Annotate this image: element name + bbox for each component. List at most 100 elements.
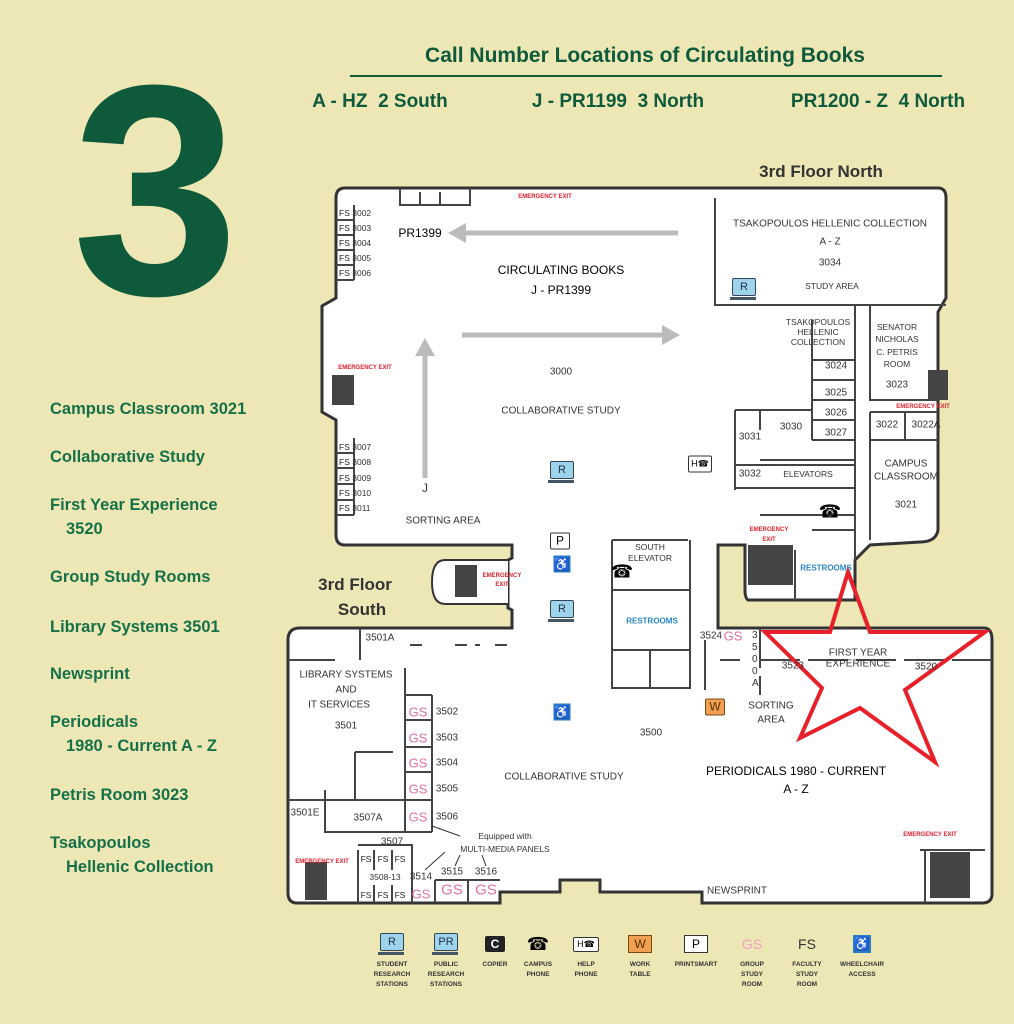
gs-icon: GS <box>409 810 428 825</box>
newsprint-label: NEWSPRINT <box>707 886 767 897</box>
fs-room: FS 3009 <box>339 471 371 486</box>
help-phone-icon: H☎ <box>573 937 599 952</box>
south-floor-title-2: South <box>338 600 386 620</box>
faculty-study-room-icon: FS <box>798 936 816 952</box>
emergency-exit-label: EMERGENCY EXIT <box>903 832 957 838</box>
study-area-label: STUDY AREA <box>805 281 859 291</box>
room-3034: 3034 <box>819 258 841 269</box>
wheelchair-access-icon: ♿ <box>554 556 571 573</box>
petris-4: ROOM <box>884 359 910 369</box>
j-label: J <box>422 481 428 495</box>
lib-systems-1: LIBRARY SYSTEMS <box>300 670 393 681</box>
room-3021: 3021 <box>895 500 917 511</box>
room-3000: 3000 <box>550 367 572 378</box>
gs-icon: GS <box>475 882 497 899</box>
room-3024: 3024 <box>825 361 847 372</box>
campus-classroom-1: CAMPUS <box>885 459 928 470</box>
campus-classroom-2: CLASSROOM <box>874 472 938 483</box>
petris-3: C. PETRIS <box>876 347 918 357</box>
multimedia-2: MULTI-MEDIA PANELS <box>460 844 549 854</box>
legend-group-study-room: GS GROUPSTUDYROOM <box>722 932 782 990</box>
collaborative-study-south: COLLABORATIVE STUDY <box>504 772 623 783</box>
fs-icon: FS <box>395 854 406 864</box>
periodicals-label: PERIODICALS 1980 - CURRENT <box>706 764 886 778</box>
room-3515: 3515 <box>441 867 463 878</box>
room-3030: 3030 <box>780 422 802 433</box>
gs-icon: GS <box>409 782 428 797</box>
periodicals-az: A - Z <box>783 782 808 796</box>
fs-room: FS 3011 <box>339 501 371 516</box>
room-3503: 3503 <box>436 733 458 744</box>
room-3507: 3507 <box>381 837 403 848</box>
gs-icon: GS <box>409 731 428 746</box>
fs-room: FS 3003 <box>339 221 371 236</box>
hellenic-small-1: TSAKOPOULOS <box>786 317 850 327</box>
room-3026: 3026 <box>825 408 847 419</box>
fs-icon: FS <box>378 890 389 900</box>
elevators-label: ELEVATORS <box>783 469 833 479</box>
room-3022: 3022 <box>876 420 898 431</box>
fs-rooms-top: FS 3002 FS 3003 FS 3004 FS 3005 FS 3006 <box>339 206 371 281</box>
hellenic-small-3: COLLECTION <box>791 337 845 347</box>
multimedia-1: Equipped with <box>478 831 531 841</box>
hellenic-az: A - Z <box>819 237 840 248</box>
lib-systems-2: AND <box>335 685 356 696</box>
campus-phone-icon: ☎ <box>611 562 633 583</box>
room-3500: 3500 <box>640 728 662 739</box>
room-3501a: 3501A <box>366 633 395 644</box>
room-3022a: 3022A <box>912 420 941 431</box>
hellenic-collection-title: TSAKOPOULOS HELLENIC COLLECTION <box>733 219 927 230</box>
room-3502: 3502 <box>436 707 458 718</box>
campus-phone-icon: ☎ <box>527 934 549 955</box>
room-3505: 3505 <box>436 784 458 795</box>
work-table-icon: W <box>705 699 725 716</box>
south-floor-title-1: 3rd Floor <box>318 575 392 595</box>
printsmart-icon: P <box>684 935 708 953</box>
fs-icon: FS <box>361 854 372 864</box>
fs-room: FS 3007 <box>339 440 371 455</box>
room-3025: 3025 <box>825 388 847 399</box>
pr1399-label: PR1399 <box>398 226 441 240</box>
emergency-label: EMERGENCY <box>483 573 522 579</box>
room-3516: 3516 <box>475 867 497 878</box>
room-3506: 3506 <box>436 812 458 823</box>
room-3514: 3514 <box>410 872 432 883</box>
gs-icon: GS <box>724 629 743 644</box>
fs-icon: FS <box>378 854 389 864</box>
north-floor-title: 3rd Floor North <box>759 162 883 182</box>
exit-label: EXIT <box>495 582 508 588</box>
gs-icon: GS <box>409 756 428 771</box>
room-3504: 3504 <box>436 758 458 769</box>
first-year-experience-2: EXPERIENCE <box>826 659 890 670</box>
room-3500a: 3500A <box>752 630 760 690</box>
room-3507a: 3507A <box>354 813 383 824</box>
room-3023: 3023 <box>886 380 908 391</box>
wheelchair-access-icon: ♿ <box>554 704 571 721</box>
exit-label: EXIT <box>762 537 775 543</box>
legend-work-table: W WORKTABLE <box>610 932 670 980</box>
room-3032: 3032 <box>739 469 761 480</box>
emergency-exit-label: EMERGENCY EXIT <box>295 859 349 865</box>
legend-printsmart: P PRINTSMART <box>666 932 726 970</box>
gs-icon: GS <box>441 882 463 899</box>
sorting-area-south-1: SORTING <box>748 701 793 712</box>
room-3031: 3031 <box>739 432 761 443</box>
group-study-room-icon: GS <box>742 936 762 952</box>
student-research-station-icon: R <box>550 461 574 483</box>
emergency-exit-label: EMERGENCY EXIT <box>896 404 950 410</box>
circulating-range-label: J - PR1399 <box>531 283 591 297</box>
gs-icon: GS <box>409 705 428 720</box>
printsmart-icon: P <box>550 533 570 550</box>
campus-phone-icon: ☎ <box>819 502 841 523</box>
lib-systems-3: IT SERVICES <box>308 700 370 711</box>
student-research-station-icon: R <box>550 600 574 622</box>
sorting-area-north: SORTING AREA <box>406 516 481 527</box>
wheelchair-access-icon: ♿ <box>853 935 871 953</box>
emergency-exit-label: EMERGENCY EXIT <box>338 365 392 371</box>
gs-icon: GS <box>412 887 431 902</box>
help-phone-icon: H☎ <box>688 456 712 473</box>
lib-systems-4: 3501 <box>335 721 357 732</box>
first-year-experience-1: FIRST YEAR <box>829 648 888 659</box>
fs-room: FS 3002 <box>339 206 371 221</box>
